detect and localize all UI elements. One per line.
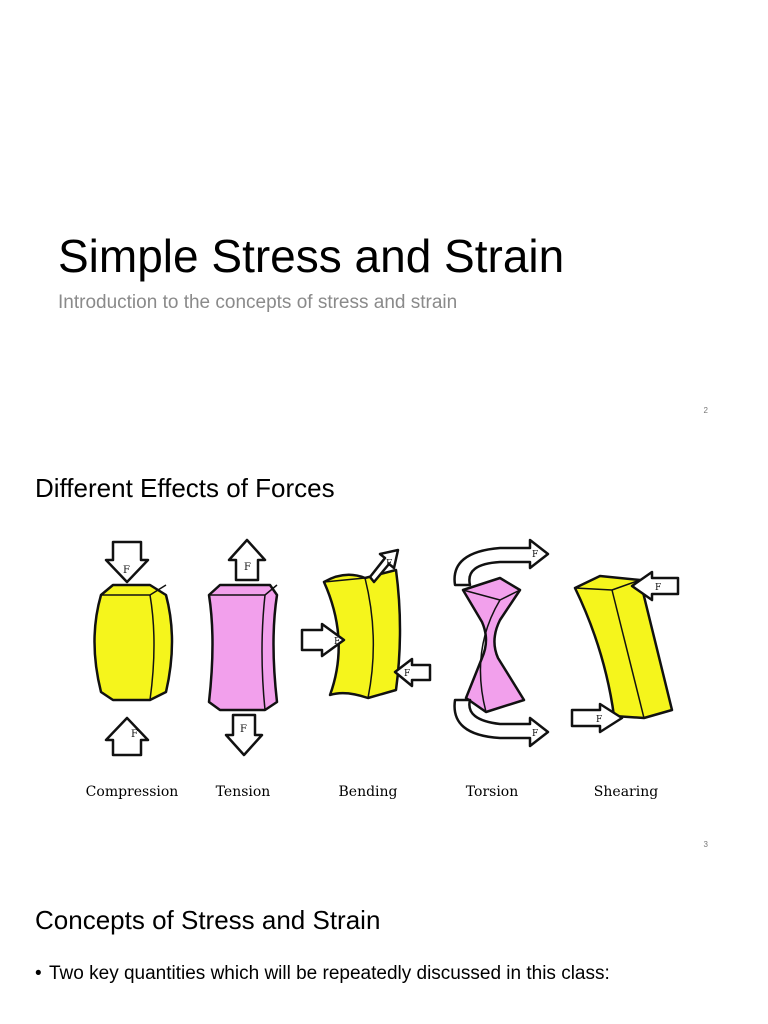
bending-block	[300, 548, 432, 700]
bending-force-label-top: F	[386, 559, 392, 569]
bending-force-label-right: F	[404, 669, 410, 679]
tension-force-label-top: F	[244, 562, 251, 573]
slide-subtitle: Introduction to the concepts of stress a…	[58, 292, 458, 313]
compression-force-label-top: F	[123, 565, 130, 576]
torsion-block	[453, 538, 550, 748]
slide-title: Simple Stress and Strain	[58, 230, 565, 282]
bullet-item: • Two key quantities which will be repeat…	[35, 962, 610, 986]
tension-force-label-bottom: F	[240, 724, 247, 735]
caption-torsion: Torsion	[465, 784, 519, 800]
title-slide: Simple Stress and Strain Introduction to…	[0, 0, 768, 430]
force-effects-figure: F F F F F F F	[0, 530, 768, 820]
caption-bending: Bending	[338, 784, 398, 800]
stress-strain-concepts-slide: Concepts of Stress and Strain • Two key q…	[0, 860, 768, 1024]
bending-force-label-left: F	[334, 637, 340, 647]
compression-block	[93, 540, 174, 757]
compression-force-label-bottom: F	[131, 729, 138, 740]
page-number: 3	[703, 840, 708, 849]
bullet-text: Two key quantities which will be repeate…	[49, 963, 610, 984]
shearing-force-label-top: F	[655, 583, 661, 593]
tension-block	[207, 538, 279, 757]
caption-compression: Compression	[85, 784, 179, 800]
torsion-force-label-top: F	[532, 550, 538, 560]
caption-shearing: Shearing	[593, 784, 659, 800]
effects-of-forces-slide: Different Effects of Forces F F	[0, 430, 768, 860]
bullet-dot-icon: •	[35, 963, 42, 984]
slide-heading: Concepts of Stress and Strain	[35, 905, 381, 935]
caption-tension: Tension	[215, 784, 271, 800]
page-number: 2	[703, 406, 708, 415]
force-effects-illustration: F F F F F F F	[93, 538, 680, 757]
torsion-force-label-bottom: F	[532, 729, 538, 739]
shearing-block	[570, 570, 680, 734]
shearing-force-label-bottom: F	[596, 715, 602, 725]
slide-heading: Different Effects of Forces	[35, 473, 335, 503]
